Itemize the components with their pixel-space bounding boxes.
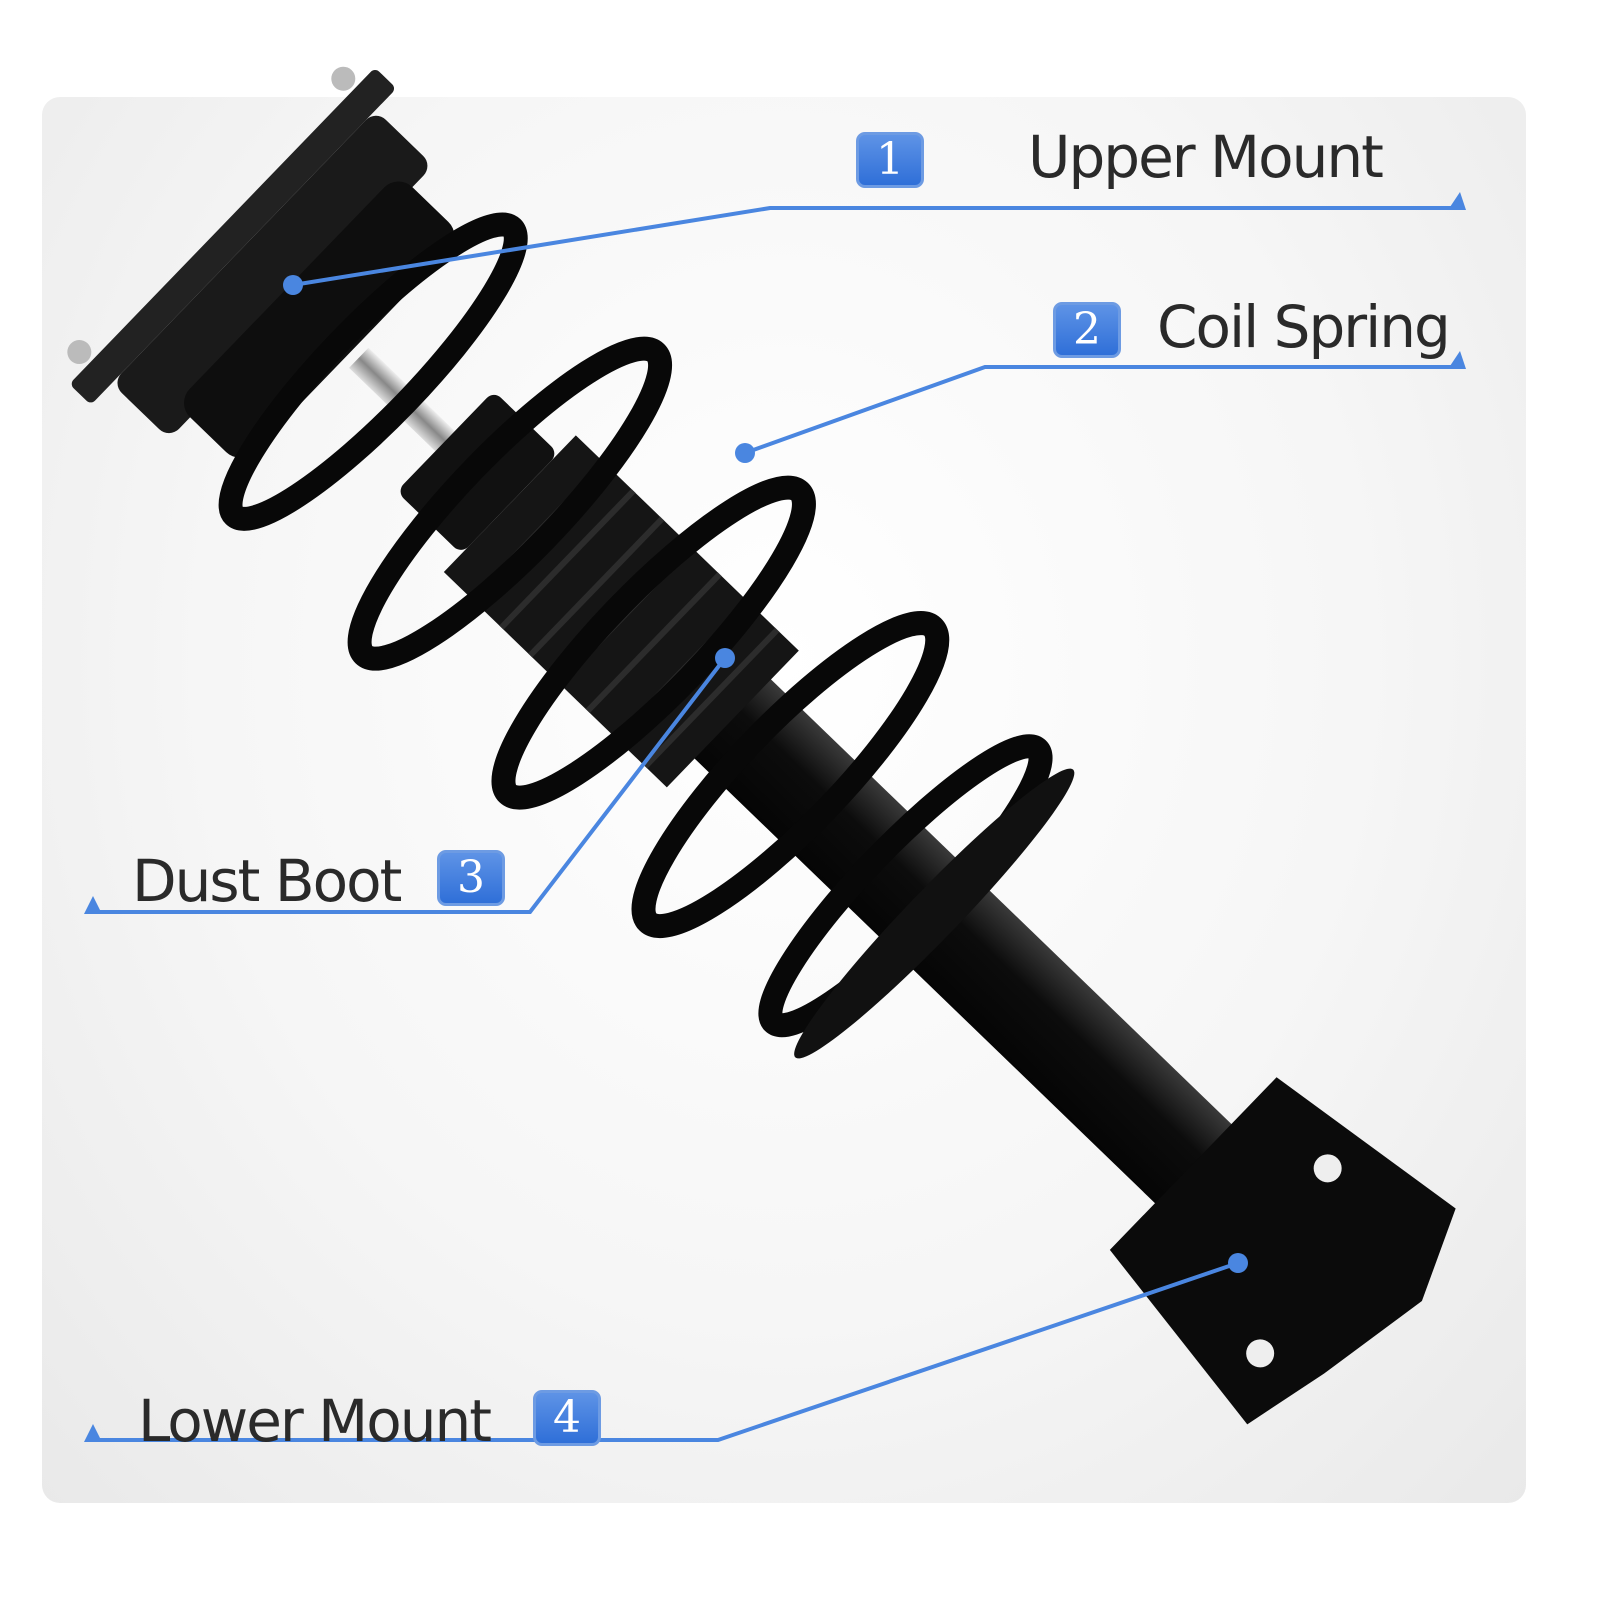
- triangle-icon: [1448, 351, 1466, 369]
- strut-assembly: [67, 66, 1456, 1425]
- shock-body: [612, 600, 1328, 1297]
- callout-dot-2: [735, 443, 755, 463]
- callout-line-2: [744, 365, 1460, 455]
- callout-label-upper-mount: Upper Mount: [1028, 123, 1384, 191]
- triangle-icon: [84, 896, 102, 914]
- lower-mount: [1109, 1077, 1456, 1425]
- callout-line-3: [90, 656, 727, 914]
- triangle-icon: [84, 1424, 102, 1442]
- callout-label-lower-mount: Lower Mount: [138, 1387, 492, 1455]
- upper-mount: [67, 66, 455, 458]
- callout-dot-3: [715, 648, 735, 668]
- callout-dot-1: [283, 275, 303, 295]
- spring-seat: [794, 768, 1075, 1059]
- callout-line-4: [90, 1261, 1239, 1442]
- callout-line-1: [292, 206, 1460, 287]
- callout-label-coil-spring: Coil Spring: [1157, 293, 1451, 361]
- callout-badge-2: 2: [1053, 302, 1121, 358]
- triangle-icon: [1448, 192, 1466, 210]
- callout-dot-4: [1228, 1253, 1248, 1273]
- callout-badge-4: 4: [533, 1390, 601, 1446]
- callout-lines: [90, 206, 1460, 1442]
- callout-badge-1: 1: [856, 132, 924, 188]
- callout-label-dust-boot: Dust Boot: [132, 847, 402, 915]
- callout-badge-3: 3: [437, 850, 505, 906]
- callout-markers: [84, 192, 1466, 1442]
